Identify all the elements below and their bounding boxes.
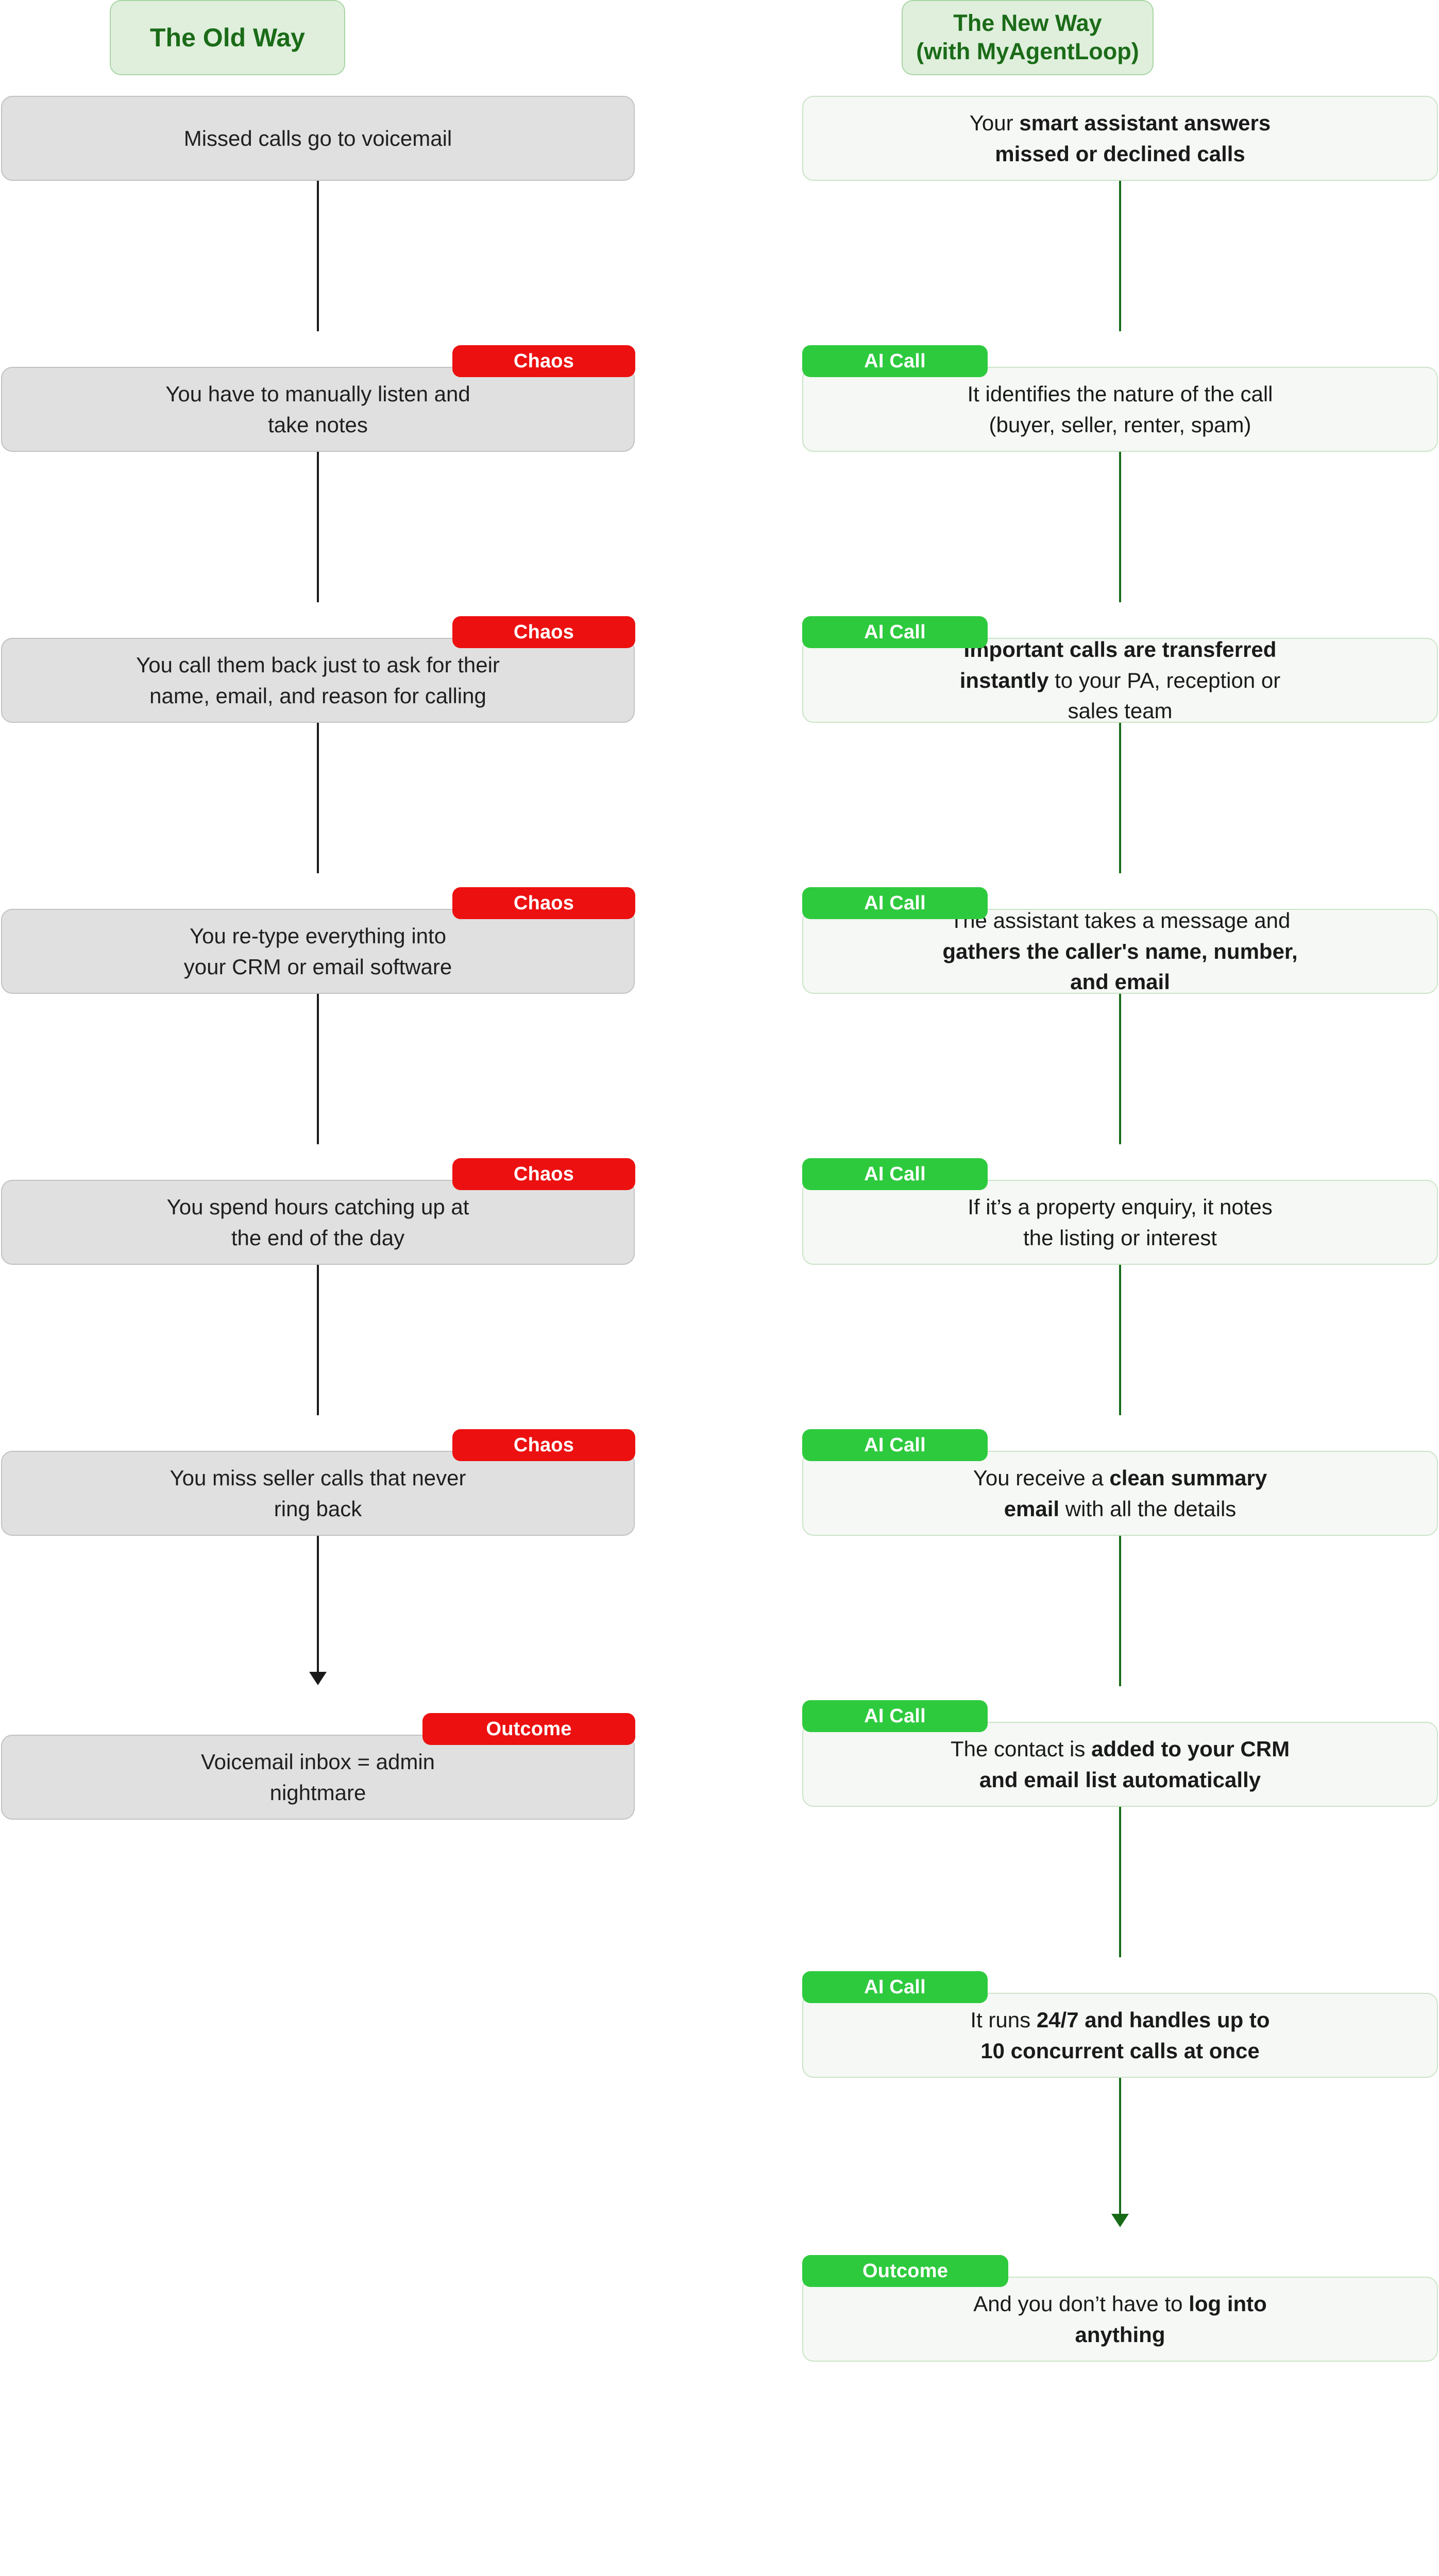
connector-new-4-5 <box>1119 993 1121 1144</box>
badge-ai-call-new-7-label: AI Call <box>864 1705 926 1727</box>
connector-old-1-2 <box>317 180 319 331</box>
new-way-step-2-text: It identifies the nature of the call(buy… <box>967 381 1273 437</box>
badge-outcome-new-9: Outcome <box>802 2255 1008 2287</box>
badge-chaos-old-5: Chaos <box>452 1158 635 1190</box>
connector-old-5-6 <box>317 1264 319 1415</box>
connector-old-2-3 <box>317 451 319 602</box>
column-header-old-way: The Old Way <box>110 0 345 75</box>
badge-chaos-old-3: Chaos <box>452 616 635 648</box>
badge-outcome-old-7-label: Outcome <box>486 1718 572 1740</box>
badge-chaos-old-2: Chaos <box>452 345 635 377</box>
old-way-step-1-text: Missed calls go to voicemail <box>183 126 452 150</box>
old-way-step-1-card: Missed calls go to voicemail <box>1 96 635 181</box>
column-header-old-way-label: The Old Way <box>150 23 305 52</box>
connector-old-3-4 <box>317 722 319 873</box>
connector-new-1-2 <box>1119 180 1121 331</box>
badge-ai-call-new-3-label: AI Call <box>864 621 926 643</box>
arrowhead-new-outcome <box>1111 2214 1129 2227</box>
badge-ai-call-new-5: AI Call <box>802 1158 988 1190</box>
badge-ai-call-new-7: AI Call <box>802 1700 988 1732</box>
old-way-step-3-card: You call them back just to ask for their… <box>1 638 635 723</box>
badge-chaos-old-4: Chaos <box>452 887 635 919</box>
badge-outcome-old-7: Outcome <box>422 1713 635 1745</box>
connector-new-8-9 <box>1119 2077 1121 2215</box>
column-header-new-way-label: The New Way (with MyAgentLoop) <box>916 9 1139 66</box>
badge-ai-call-new-4: AI Call <box>802 887 988 919</box>
arrowhead-old-outcome <box>309 1672 327 1685</box>
badge-chaos-old-2-label: Chaos <box>513 350 574 372</box>
badge-ai-call-new-4-label: AI Call <box>864 892 926 914</box>
connector-new-5-6 <box>1119 1264 1121 1415</box>
badge-ai-call-new-6-label: AI Call <box>864 1434 926 1456</box>
column-header-new-way: The New Way (with MyAgentLoop) <box>902 0 1154 75</box>
badge-ai-call-new-3: AI Call <box>802 616 988 648</box>
badge-outcome-new-9-label: Outcome <box>862 2260 949 2282</box>
badge-chaos-old-5-label: Chaos <box>513 1163 574 1185</box>
badge-chaos-old-6-label: Chaos <box>513 1434 574 1456</box>
badge-ai-call-new-8-label: AI Call <box>864 1976 926 1998</box>
badge-ai-call-new-8: AI Call <box>802 1971 988 2003</box>
connector-new-7-8 <box>1119 1806 1121 1957</box>
badge-ai-call-new-2: AI Call <box>802 345 988 377</box>
old-way-step-3-text: You call them back just to ask for their… <box>136 652 500 708</box>
badge-ai-call-new-6: AI Call <box>802 1429 988 1461</box>
badge-ai-call-new-2-label: AI Call <box>864 350 926 372</box>
connector-new-2-3 <box>1119 451 1121 602</box>
column-header-new-way-line2: (with MyAgentLoop) <box>916 38 1139 64</box>
column-header-new-way-line1: The New Way <box>953 10 1102 37</box>
connector-old-4-5 <box>317 993 319 1144</box>
connector-old-6-7 <box>317 1535 319 1673</box>
badge-chaos-old-6: Chaos <box>452 1429 635 1461</box>
connector-new-6-7 <box>1119 1535 1121 1686</box>
badge-chaos-old-4-label: Chaos <box>513 892 574 914</box>
badge-ai-call-new-5-label: AI Call <box>864 1163 926 1185</box>
badge-chaos-old-3-label: Chaos <box>513 621 574 643</box>
new-way-step-2-card: It identifies the nature of the call(buy… <box>802 367 1438 452</box>
connector-new-3-4 <box>1119 722 1121 873</box>
